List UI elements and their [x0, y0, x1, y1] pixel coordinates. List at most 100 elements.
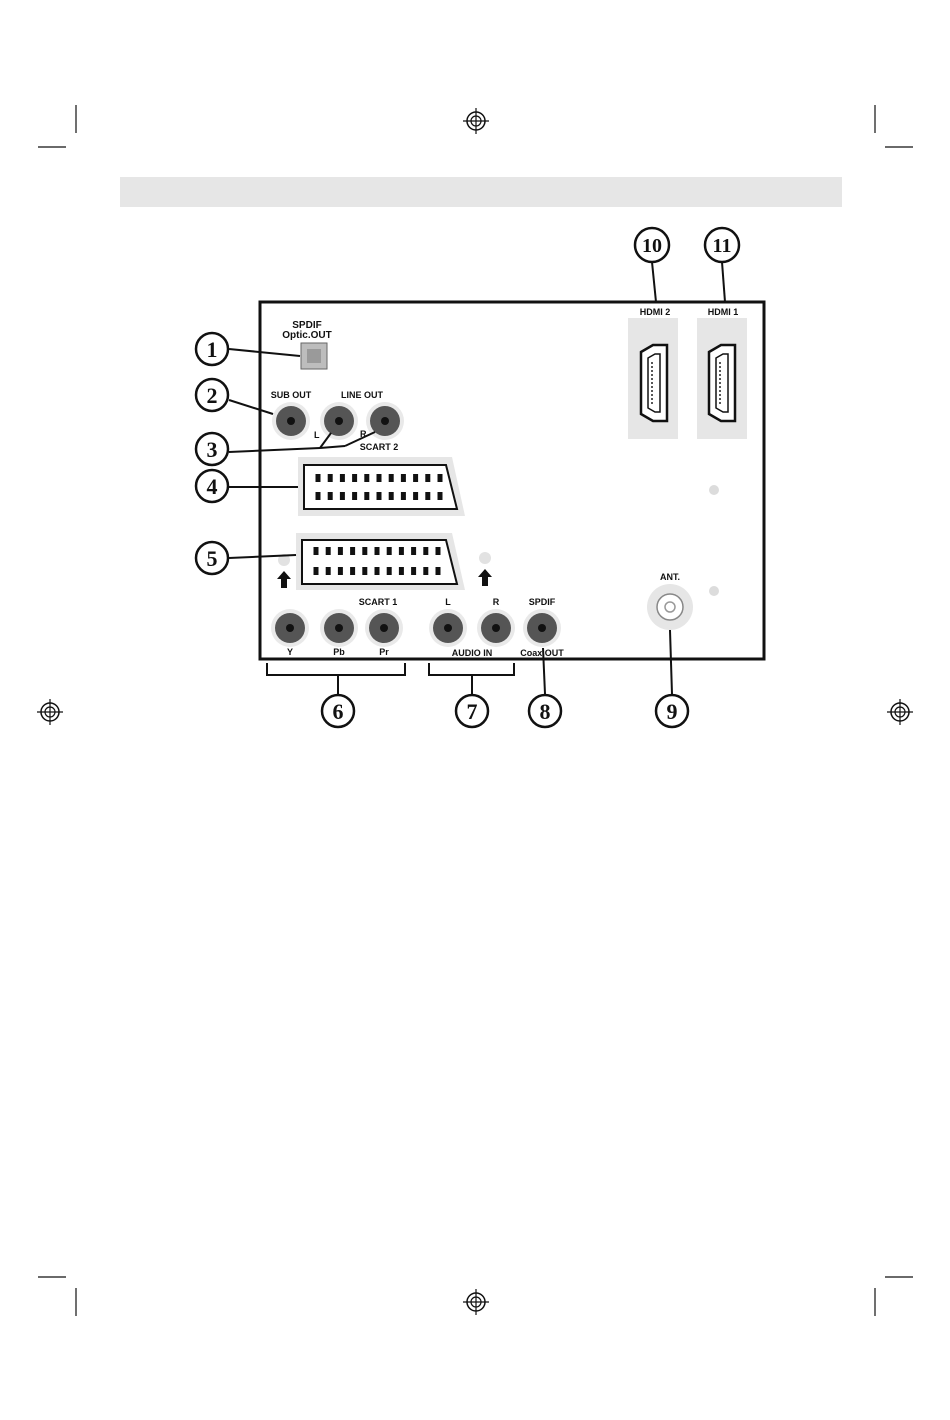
component-y-label: Y	[287, 647, 293, 657]
scart-pin	[362, 567, 367, 575]
line-out-left-label: L	[314, 430, 320, 440]
registration-mark-icon	[37, 699, 63, 725]
header-bar	[120, 177, 842, 207]
scart1-port	[296, 533, 465, 590]
scart-pin	[316, 492, 321, 500]
hdmi1-port	[709, 345, 735, 421]
scart-pin	[413, 492, 418, 500]
antenna-port	[647, 584, 693, 630]
callout-6: 6	[322, 695, 354, 727]
scart-pin	[375, 567, 380, 575]
svg-text:11: 11	[713, 235, 732, 257]
scart-pin	[316, 474, 321, 482]
scart-pin	[401, 492, 406, 500]
scart-pin	[436, 547, 441, 555]
scart-pin	[340, 492, 345, 500]
scart-pin	[389, 492, 394, 500]
callout-1: 1	[196, 333, 228, 365]
svg-text:4: 4	[207, 474, 218, 499]
spdif-coax-jack	[523, 609, 561, 647]
scart-pin	[377, 492, 382, 500]
scart-pin	[377, 474, 382, 482]
scart2-port	[298, 457, 465, 516]
sub-out-jack	[272, 402, 310, 440]
callout-7: 7	[456, 695, 488, 727]
scart-pin	[425, 492, 430, 500]
scart-pin	[340, 474, 345, 482]
scart-pin	[314, 567, 319, 575]
screw-hole	[709, 586, 719, 596]
scart-pin	[399, 547, 404, 555]
scart-pin	[350, 547, 355, 555]
scart-pin	[338, 547, 343, 555]
scart-pin	[411, 567, 416, 575]
spdif-optical-port	[301, 343, 327, 369]
scart-pin	[328, 474, 333, 482]
scart-pin	[425, 474, 430, 482]
svg-text:7: 7	[467, 699, 478, 724]
component-pb-label: Pb	[333, 647, 345, 657]
registration-mark-icon	[463, 1289, 489, 1315]
hdmi1-label: HDMI 1	[708, 307, 739, 317]
hdmi2-port	[641, 345, 667, 421]
scart-pin	[314, 547, 319, 555]
component-pr-jack	[365, 609, 403, 647]
hdmi2-label: HDMI 2	[640, 307, 671, 317]
scart-pin	[364, 474, 369, 482]
scart-pin	[326, 567, 331, 575]
antenna-label: ANT.	[660, 572, 680, 582]
component-pb-jack	[320, 609, 358, 647]
scart-pin	[328, 492, 333, 500]
scart-pin	[387, 567, 392, 575]
scart-pin	[438, 474, 443, 482]
callout-5: 5	[196, 542, 228, 574]
spdif-optical-label-2: Optic.OUT	[282, 330, 331, 341]
svg-text:8: 8	[540, 699, 551, 724]
svg-text:10: 10	[642, 235, 662, 257]
screw-hole	[709, 485, 719, 495]
scart-pin	[389, 474, 394, 482]
svg-text:5: 5	[207, 546, 218, 571]
registration-mark-icon	[463, 108, 489, 134]
audio-in-right-jack	[477, 609, 515, 647]
spdif-coax-label-1: SPDIF	[529, 597, 556, 607]
scart-pin	[387, 547, 392, 555]
svg-text:6: 6	[333, 699, 344, 724]
scart-pin	[362, 547, 367, 555]
scart-pin	[352, 492, 357, 500]
scart-pin	[375, 547, 380, 555]
callout-9: 9	[656, 695, 688, 727]
callout-10: 10	[635, 228, 669, 262]
line-out-label: LINE OUT	[341, 390, 384, 400]
scart-pin	[338, 567, 343, 575]
line-out-left-jack	[320, 402, 358, 440]
callout-8: 8	[529, 695, 561, 727]
svg-text:2: 2	[207, 383, 218, 408]
registration-mark-icon	[887, 699, 913, 725]
scart-pin	[423, 547, 428, 555]
audio-in-left-jack	[429, 609, 467, 647]
scart-pin	[411, 547, 416, 555]
sub-out-label: SUB OUT	[271, 390, 312, 400]
callout-4: 4	[196, 470, 228, 502]
svg-text:9: 9	[667, 699, 678, 724]
callout-3: 3	[196, 433, 228, 465]
audio-in-left-label: L	[445, 597, 451, 607]
scart-pin	[413, 474, 418, 482]
scart-pin	[423, 567, 428, 575]
scart2-label: SCART 2	[360, 442, 399, 452]
svg-text:3: 3	[207, 437, 218, 462]
scart-pin	[438, 492, 443, 500]
component-pr-label: Pr	[379, 647, 389, 657]
callout-2: 2	[196, 379, 228, 411]
scart-pin	[436, 567, 441, 575]
scart-pin	[326, 547, 331, 555]
audio-in-right-label: R	[493, 597, 500, 607]
scart1-label: SCART 1	[359, 597, 398, 607]
callout-11: 11	[705, 228, 739, 262]
svg-text:1: 1	[207, 337, 218, 362]
scart-pin	[399, 567, 404, 575]
scart-pin	[352, 474, 357, 482]
screw-hole	[479, 552, 491, 564]
